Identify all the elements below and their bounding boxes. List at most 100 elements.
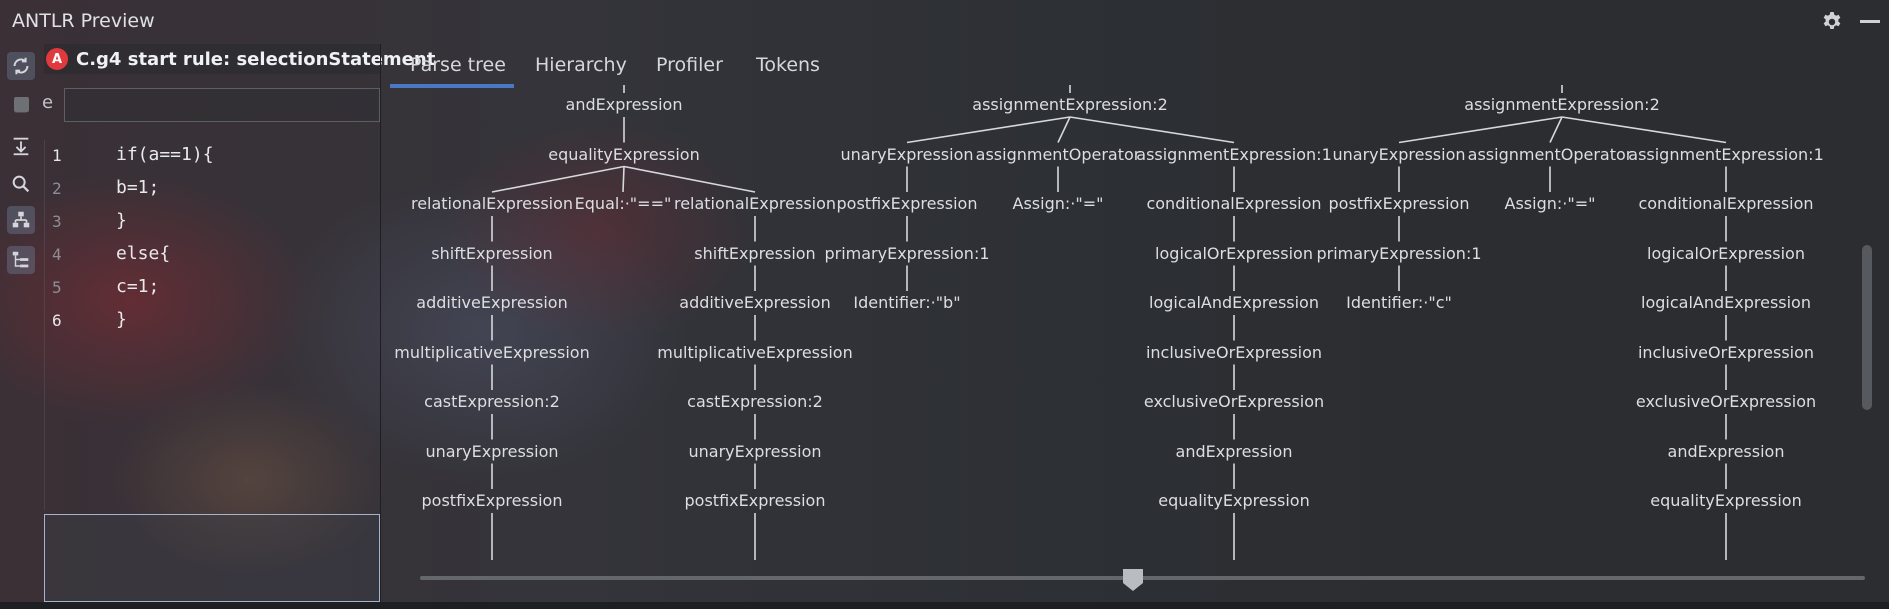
tree-node[interactable]: castExpression:2 — [687, 392, 823, 411]
tab-tokens[interactable]: Tokens — [756, 54, 820, 76]
tree-node[interactable]: assignmentExpression:2 — [972, 95, 1168, 114]
input-label: e — [42, 92, 54, 113]
tree-node[interactable]: andExpression — [1175, 441, 1293, 461]
vertical-scrollbar-thumb[interactable] — [1862, 245, 1872, 410]
line-number: 5 — [52, 278, 62, 297]
tree-edge — [1069, 116, 1235, 144]
grammar-header: A C.g4 start rule: selectionStatement — [44, 44, 435, 74]
tree-node[interactable]: assignmentOperator — [975, 144, 1141, 164]
tree-node[interactable]: Assign:·"=" — [1012, 194, 1104, 213]
tree-node[interactable]: unaryExpression — [425, 441, 559, 461]
code-line[interactable]: 1 if(a==1){ — [44, 140, 380, 173]
tab-profiler[interactable]: Profiler — [656, 54, 723, 76]
tree-icon[interactable] — [7, 246, 35, 274]
code-text[interactable]: if(a==1){ — [116, 144, 214, 165]
minimize-icon[interactable] — [1860, 20, 1880, 23]
tree-node[interactable]: additiveExpression — [679, 293, 831, 312]
tree-node[interactable]: postfixExpression — [1328, 194, 1470, 213]
tree-node[interactable]: exclusiveOrExpression — [1143, 392, 1325, 411]
tree-edge — [622, 166, 625, 193]
tree-edge — [623, 165, 756, 193]
tree-node[interactable]: castExpression:2 — [424, 392, 560, 411]
left-toolstrip — [0, 44, 42, 609]
line-number: 3 — [52, 212, 62, 231]
tree-node[interactable]: unaryExpression — [688, 441, 822, 461]
tree-node[interactable]: assignmentExpression:2 — [1464, 95, 1660, 114]
tree-node[interactable]: assignmentOperator — [1467, 144, 1633, 164]
tree-edge — [906, 116, 1071, 144]
tree-node[interactable]: inclusiveOrExpression — [1637, 342, 1815, 362]
tree-edge — [1057, 116, 1071, 143]
tree-node[interactable]: additiveExpression — [416, 293, 568, 312]
tree-node[interactable]: Identifier:·"c" — [1346, 293, 1452, 312]
input-checkbox[interactable] — [14, 97, 29, 112]
tree-node[interactable]: equalityExpression — [548, 144, 700, 164]
tree-node[interactable]: unaryExpression — [1332, 144, 1466, 164]
tree-node[interactable]: primaryExpression:1 — [1316, 243, 1482, 263]
tree-node[interactable]: conditionalExpression — [1638, 194, 1814, 213]
tree-node[interactable]: multiplicativeExpression — [657, 342, 853, 362]
active-tab-indicator — [390, 84, 514, 88]
code-editor[interactable]: 1 if(a==1){ 2 b=1; 3 } 4 else{ 5 c=1; 6 … — [44, 140, 380, 510]
refresh-icon[interactable] — [7, 52, 35, 80]
bottom-status-strip — [0, 602, 1889, 609]
code-line[interactable]: 6 } — [44, 305, 380, 338]
tree-node[interactable]: multiplicativeExpression — [394, 342, 590, 362]
import-icon[interactable] — [7, 132, 35, 160]
panel-divider[interactable] — [380, 44, 381, 609]
tree-node[interactable]: relationalExpression — [673, 194, 837, 213]
search-icon[interactable] — [7, 170, 35, 198]
tree-node[interactable]: relationalExpression — [410, 194, 574, 213]
input-text-field[interactable] — [64, 88, 380, 122]
code-line[interactable]: 3 } — [44, 206, 380, 239]
code-line[interactable]: 2 b=1; — [44, 173, 380, 206]
tree-node[interactable]: Equal:·"==" — [574, 194, 672, 213]
code-line[interactable]: 4 else{ — [44, 239, 380, 272]
tree-node[interactable]: logicalAndExpression — [1149, 293, 1319, 312]
code-text[interactable]: } — [116, 210, 127, 231]
line-number: 6 — [52, 311, 62, 330]
hierarchy-icon[interactable] — [7, 206, 35, 234]
tree-node[interactable]: andExpression — [565, 95, 683, 114]
tree-node[interactable]: logicalOrExpression — [1647, 243, 1805, 263]
title-bar: ANTLR Preview — [0, 0, 1889, 44]
tree-node[interactable]: andExpression — [1667, 441, 1785, 461]
tree-node[interactable]: inclusiveOrExpression — [1145, 342, 1323, 362]
tree-node[interactable]: assignmentExpression:1 — [1628, 144, 1824, 164]
tree-node[interactable]: shiftExpression — [694, 243, 816, 263]
code-line[interactable]: 5 c=1; — [44, 272, 380, 305]
gear-icon[interactable] — [1820, 10, 1844, 34]
tree-node[interactable]: Identifier:·"b" — [853, 293, 961, 312]
window-title: ANTLR Preview — [12, 10, 155, 32]
tree-node[interactable]: primaryExpression:1 — [824, 243, 990, 263]
tree-edge — [491, 165, 625, 193]
tree-node[interactable]: equalityExpression — [1158, 491, 1310, 510]
zoom-slider[interactable] — [420, 568, 1865, 596]
tree-node[interactable]: postfixExpression — [421, 491, 563, 510]
tree-node[interactable]: logicalOrExpression — [1155, 243, 1313, 263]
tree-node[interactable]: postfixExpression — [684, 491, 826, 510]
tree-node[interactable]: equalityExpression — [1650, 491, 1802, 510]
code-text[interactable]: else{ — [116, 243, 171, 264]
tree-node[interactable]: Assign:·"=" — [1504, 194, 1596, 213]
tree-overview-box[interactable] — [44, 514, 380, 602]
line-number: 1 — [52, 146, 62, 165]
tree-node[interactable]: unaryExpression — [840, 144, 974, 164]
antlr-logo-icon: A — [46, 48, 68, 70]
tree-edge — [1398, 116, 1563, 144]
tab-parse-tree[interactable]: Parse tree — [410, 54, 506, 76]
tree-node[interactable]: logicalAndExpression — [1641, 293, 1811, 312]
tree-node[interactable]: postfixExpression — [836, 194, 978, 213]
code-text[interactable]: } — [116, 309, 127, 330]
tree-node[interactable]: conditionalExpression — [1146, 194, 1322, 213]
code-text[interactable]: c=1; — [116, 276, 160, 297]
tab-hierarchy[interactable]: Hierarchy — [535, 54, 627, 76]
tree-edge — [1549, 116, 1563, 143]
tree-node[interactable]: shiftExpression — [431, 243, 553, 263]
grammar-start-rule-label: C.g4 start rule: selectionStatement — [76, 48, 436, 70]
code-text[interactable]: b=1; — [116, 177, 160, 198]
tree-node[interactable]: assignmentExpression:1 — [1136, 144, 1332, 164]
tree-node[interactable]: exclusiveOrExpression — [1635, 392, 1817, 411]
